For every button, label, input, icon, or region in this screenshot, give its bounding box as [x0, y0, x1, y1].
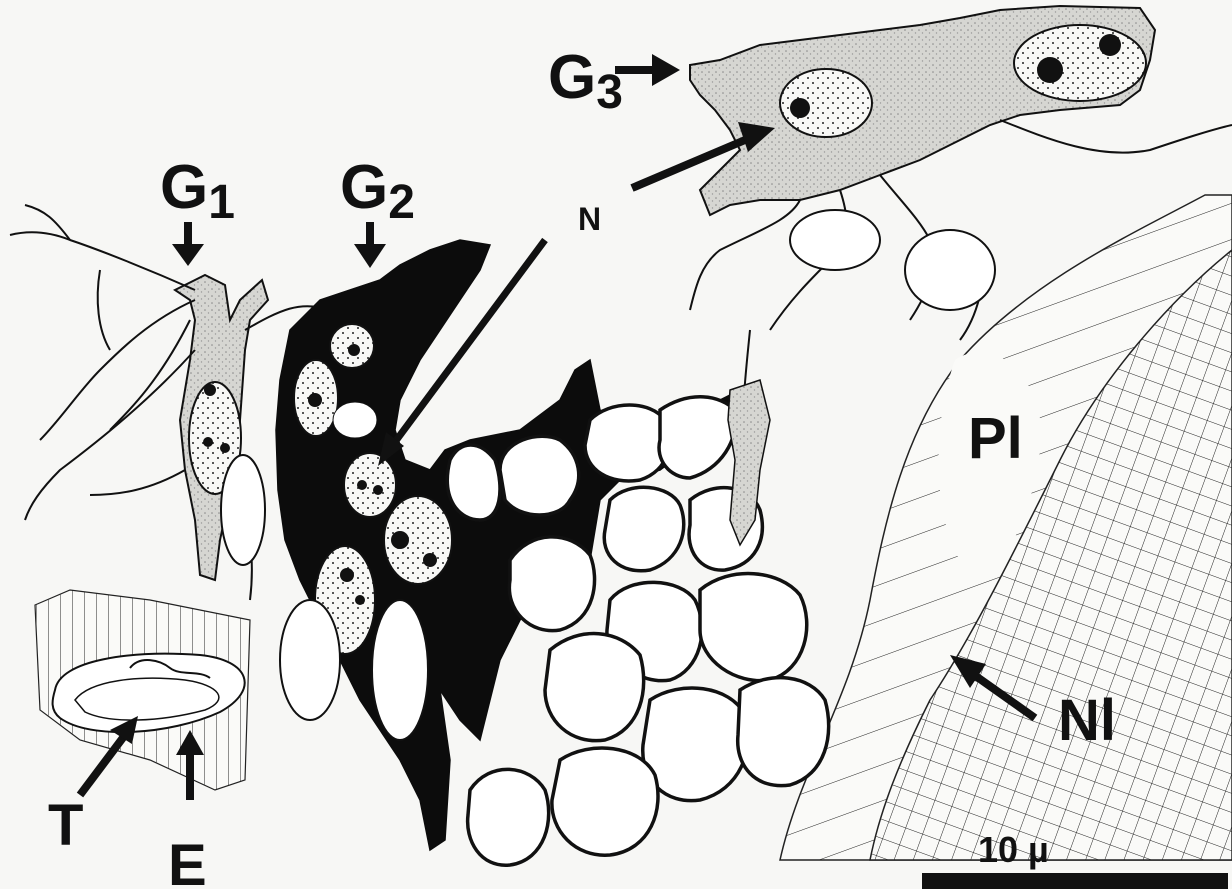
label-pl: Pl [968, 406, 1023, 471]
label-g2: G2 [340, 153, 415, 229]
label-t: T [48, 793, 83, 858]
arrow-g3 [615, 54, 680, 86]
arrow-g1 [172, 222, 204, 266]
arrow-g2 [354, 222, 386, 268]
scale-bar-line [922, 873, 1228, 889]
scale-bar-label: 10 µ [978, 829, 1049, 870]
label-n: N [578, 201, 601, 237]
label-e: E [168, 833, 207, 889]
label-nl: Nl [1058, 688, 1116, 753]
label-g3: G3 [548, 43, 623, 119]
label-g1: G1 [160, 153, 235, 229]
epithelium-region [35, 590, 250, 790]
pars-intermedia-region [780, 195, 1232, 860]
